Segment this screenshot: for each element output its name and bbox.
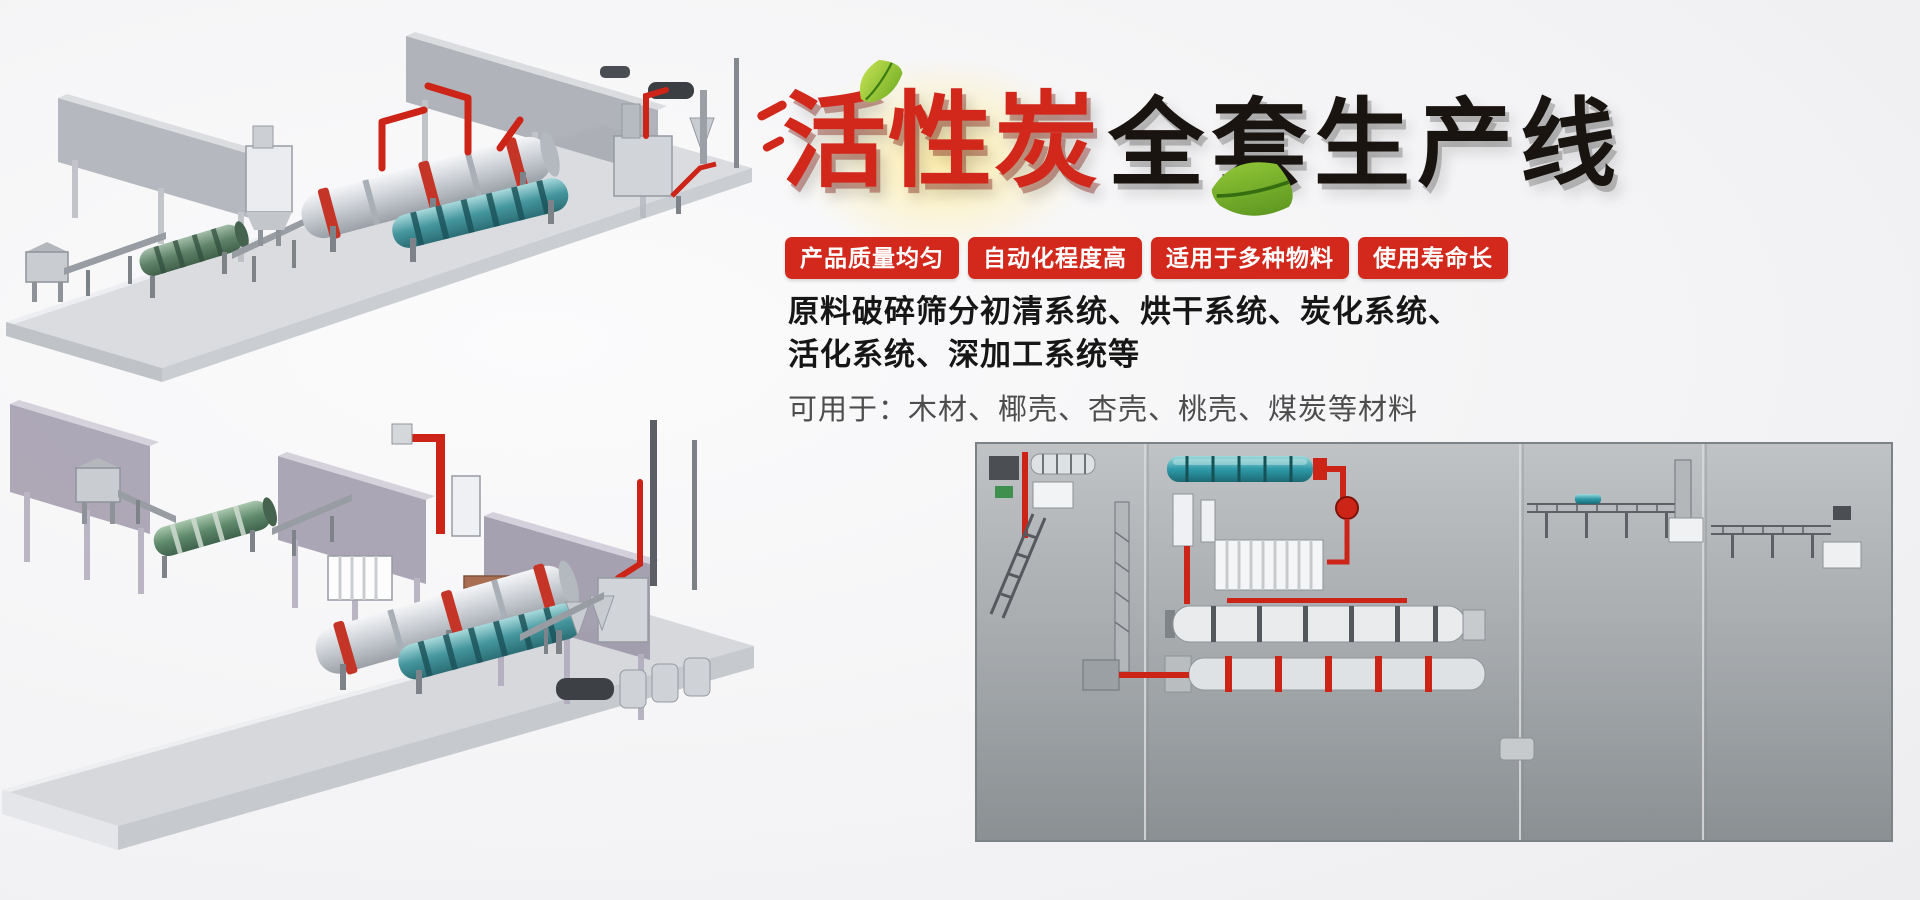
render-bottom-production-line [0,378,760,900]
feed-hopper [25,242,69,302]
conveyor [272,494,352,556]
render-top-production-line [0,0,770,390]
heat-exchanger [1214,539,1324,591]
materials-line: 可用于：木材、椰壳、杏壳、桃壳、煤炭等材料 [788,393,1419,426]
feature-badges: 产品质量均匀 自动化程度高 适用于多种物料 使用寿命长 [785,237,1508,279]
conveyor [118,490,176,524]
leaf-icon [860,59,903,103]
burner-box [1082,659,1189,691]
badge-quality: 产品质量均匀 [785,237,959,279]
feed-hopper [75,458,121,524]
screening-drum [139,221,249,276]
red-standpipe [391,423,445,534]
bucket-elevator [1114,501,1130,673]
inclined-conveyor [989,513,1047,619]
badge-materials: 适用于多种物料 [1151,237,1349,279]
carbonization-furnace [600,58,739,214]
carbonizer-drum [1167,456,1359,565]
scrubber-tank [451,475,481,537]
conveyor [64,232,166,296]
discharge-bin [1499,737,1535,761]
hero-title-red: 活性炭 [782,85,1101,200]
dust-collector [245,125,293,246]
conveyor [232,212,318,282]
render-bottom-svg [2,400,754,850]
plant-layout-schematic [975,442,1893,842]
screening-drum [153,497,277,557]
systems-line-2: 活化系统、深加工系统等 [788,336,1140,372]
hero-title-black: 全套生产线 [1108,91,1624,198]
bay-divider-lines [1144,444,1707,840]
render-top-svg [6,32,752,382]
hero-title: 活性炭全套生产线 [782,85,1624,200]
furnace-cluster [556,420,711,709]
activation-drum [1164,655,1486,693]
dryer-drum [1165,598,1486,643]
crusher-cluster [989,452,1096,538]
leaf-icon [1211,162,1293,216]
rotary-activation-drum [315,560,580,675]
red-piping [378,82,524,172]
description-block: 原料破碎筛分初清系统、烘干系统、炭化系统、 活化系统、深加工系统等 可用于：木材… [788,291,1460,428]
schematic-svg [975,442,1893,842]
conveyor [520,592,604,654]
badge-lifespan: 使用寿命长 [1358,237,1508,279]
cooler-box [327,555,393,601]
systems-line-1: 原料破碎筛分初清系统、烘干系统、炭化系统、 [788,294,1460,329]
spray-towers [1172,493,1216,604]
cooling-drum [392,178,569,248]
support-walls [58,32,667,262]
badge-automation: 自动化程度高 [968,237,1142,279]
packing-conveyors [1527,459,1862,569]
